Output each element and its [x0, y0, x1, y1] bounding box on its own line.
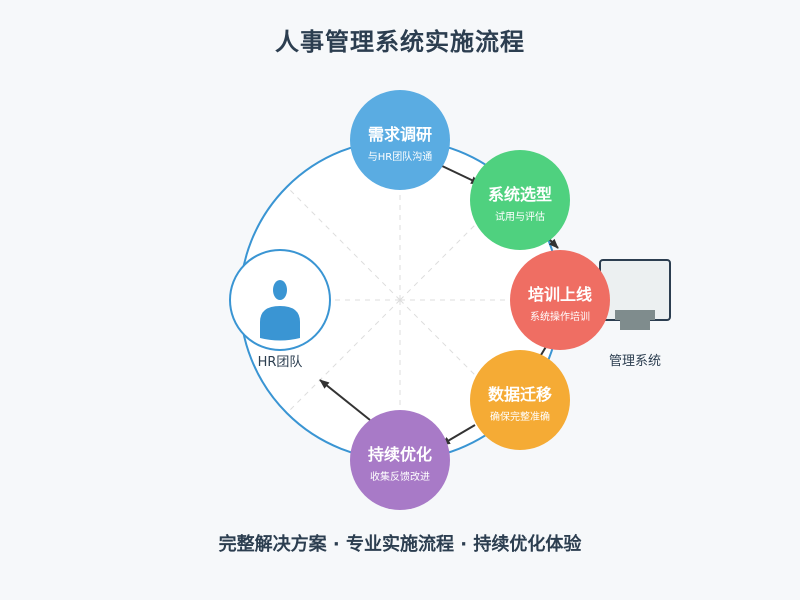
arrow-step1-to-step2 — [439, 164, 481, 185]
step-title: 需求调研 — [368, 125, 432, 144]
step-subtitle: 确保完整准确 — [490, 410, 550, 423]
hr-team-node: HR团队 — [229, 249, 331, 370]
arrow-step4-to-step5 — [440, 424, 476, 446]
step-title: 持续优化 — [368, 445, 432, 464]
step-title: 数据迁移 — [488, 385, 552, 404]
management-system-label: 管理系统 — [609, 354, 661, 369]
management-system: 管理系统 — [599, 259, 671, 369]
step-circle — [470, 350, 570, 450]
step-circle — [350, 410, 450, 510]
step-subtitle: 收集反馈改进 — [370, 470, 430, 483]
step-circle — [510, 250, 610, 350]
step-subtitle: 与HR团队沟通 — [368, 150, 432, 163]
step-circle — [350, 90, 450, 190]
step-subtitle: 试用与评估 — [495, 210, 545, 223]
step-node-selection: 系统选型 试用与评估 — [470, 150, 570, 250]
footer-tagline: 完整解决方案 · 专业实施流程 · 持续优化体验 — [218, 534, 582, 555]
step-node-requirements: 需求调研 与HR团队沟通 — [350, 90, 450, 190]
step-title: 培训上线 — [528, 285, 592, 304]
step-subtitle: 系统操作培训 — [530, 310, 590, 323]
step-circle — [470, 150, 570, 250]
arrow-step5-to-hr — [319, 379, 371, 421]
step-node-migration: 数据迁移 确保完整准确 — [470, 350, 570, 450]
monitor-icon — [599, 259, 671, 330]
step-title: 系统选型 — [488, 185, 552, 204]
page-title: 人事管理系统实施流程 — [275, 28, 525, 56]
step-node-training: 培训上线 系统操作培训 — [510, 250, 610, 350]
step-node-optimization: 持续优化 收集反馈改进 — [350, 410, 450, 510]
hr-team-label: HR团队 — [258, 355, 303, 370]
person-icon — [260, 280, 300, 341]
